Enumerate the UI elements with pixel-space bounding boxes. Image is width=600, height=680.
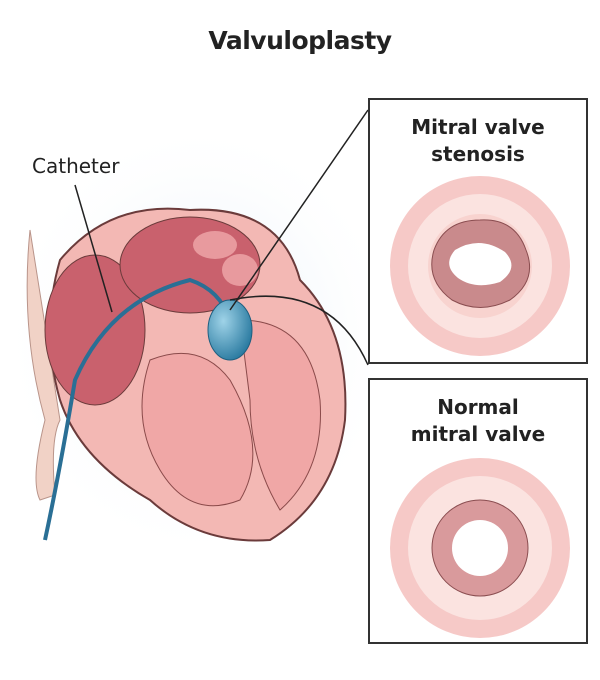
pulmonary-vein: [222, 254, 258, 286]
stenotic-valve-image: [390, 176, 570, 356]
diagram-title: Valvuloplasty: [208, 26, 392, 55]
catheter-label: Catheter: [32, 154, 120, 178]
vena-cava: [26, 229, 61, 501]
callout-line: [229, 109, 369, 311]
left-ventricle: [141, 352, 254, 507]
panel-title-line: mitral valve: [410, 422, 546, 446]
catheter-leader-line: [74, 184, 113, 313]
panel-title-line: Normal: [437, 395, 519, 419]
pulmonary-vein: [193, 231, 237, 259]
callout-line: [229, 295, 369, 366]
stenosis-panel: Mitral valve stenosis: [368, 98, 588, 364]
right-ventricle: [239, 319, 321, 511]
catheter: [43, 277, 232, 541]
panel-title-line: stenosis: [431, 142, 525, 166]
normal-valve-image: [390, 458, 570, 638]
panel-title-line: Mitral valve: [411, 115, 545, 139]
normal-valve-panel: Normal mitral valve: [368, 378, 588, 644]
